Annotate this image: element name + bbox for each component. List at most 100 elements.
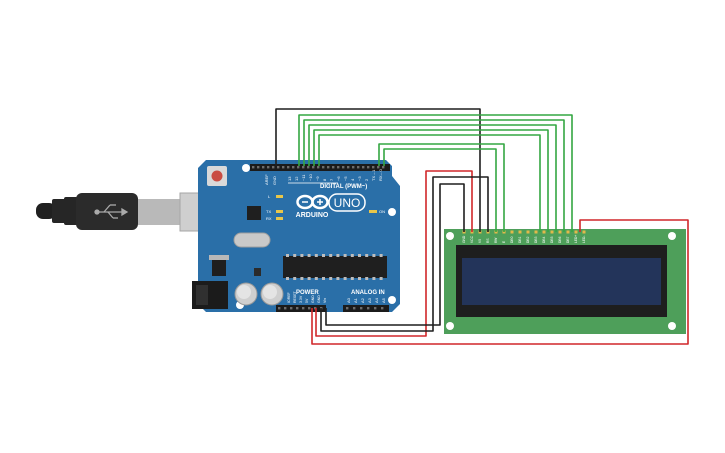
header-pin[interactable] — [332, 166, 335, 169]
lcd-pin[interactable] — [574, 230, 578, 234]
lcd-pin[interactable] — [518, 230, 522, 234]
header-pin[interactable] — [308, 307, 311, 310]
lcd-pin-label: V0 — [478, 239, 482, 243]
analog-pin-label: A4 — [374, 297, 379, 303]
header-pin[interactable] — [302, 307, 305, 310]
header-pin[interactable] — [374, 307, 377, 310]
lcd-pin[interactable] — [542, 230, 546, 234]
lcd-pin[interactable] — [566, 230, 570, 234]
uno-badge — [328, 193, 366, 212]
wire-d10-db5 — [308, 124, 557, 232]
on-led — [369, 210, 377, 213]
digital-pin-label: ~5 — [343, 176, 348, 181]
chip-pin — [365, 277, 369, 280]
header-pin[interactable] — [377, 166, 380, 169]
header-pin[interactable] — [381, 307, 384, 310]
wire-d1-rs — [383, 148, 497, 232]
header-pin[interactable] — [352, 166, 355, 169]
header-pin[interactable] — [278, 307, 281, 310]
header-pin[interactable] — [257, 166, 260, 169]
lcd-pin-label: VCC — [470, 235, 474, 243]
chip-pin — [314, 277, 318, 280]
l-led — [276, 195, 283, 198]
header-pin[interactable] — [252, 166, 255, 169]
chip-pin — [307, 277, 311, 280]
chip-pin — [293, 277, 297, 280]
header-pin[interactable] — [287, 166, 290, 169]
header-pin[interactable] — [327, 166, 330, 169]
lcd-pin[interactable] — [582, 230, 586, 234]
lcd-pin[interactable] — [534, 230, 538, 234]
header-pin[interactable] — [282, 166, 285, 169]
lcd-pin-label: E — [502, 240, 506, 243]
power-pin-label: IOREF — [287, 292, 291, 303]
usb-plug-metal — [138, 199, 181, 225]
header-pin[interactable] — [312, 166, 315, 169]
header-pin[interactable] — [302, 166, 305, 169]
lcd-pin-label: DB7 — [566, 236, 570, 243]
header-pin[interactable] — [367, 166, 370, 169]
lcd-pin[interactable] — [510, 230, 514, 234]
mounting-hole — [446, 232, 454, 240]
header-pin[interactable] — [290, 307, 293, 310]
lcd-pin-label: RW — [494, 237, 498, 243]
digital-pin-label: ~11 — [301, 174, 306, 181]
chip-pin — [329, 254, 333, 257]
header-pin[interactable] — [317, 166, 320, 169]
lcd-pin-label: DB3 — [534, 236, 538, 243]
power-pin-label: RESET — [293, 290, 297, 303]
header-pin[interactable] — [337, 166, 340, 169]
lcd-pin-label: GND — [462, 235, 466, 243]
lcd-pin[interactable] — [550, 230, 554, 234]
header-pin[interactable] — [262, 166, 265, 169]
chip-pin — [350, 277, 354, 280]
chip-pin — [358, 254, 361, 257]
header-pin[interactable] — [372, 166, 375, 169]
header-pin[interactable] — [346, 307, 349, 310]
header-pin[interactable] — [362, 166, 365, 169]
header-pin[interactable] — [342, 166, 345, 169]
digital-pin-label: ~10 — [308, 173, 313, 181]
chip-pin — [322, 254, 325, 257]
chip-pin — [372, 277, 376, 280]
chip-pin — [343, 277, 347, 280]
header-pin[interactable] — [297, 166, 300, 169]
analog-label: ANALOG IN — [351, 290, 385, 296]
aref-label: AREF — [264, 174, 269, 185]
analog-header — [343, 305, 389, 312]
lcd-pin-label: DB6 — [558, 236, 562, 243]
atmega-microcontroller — [283, 256, 387, 278]
power-label: POWER — [296, 290, 319, 296]
header-pin[interactable] — [284, 307, 287, 310]
reset-button-cap[interactable] — [211, 170, 223, 182]
header-pin[interactable] — [307, 166, 310, 169]
chip-pin — [300, 277, 304, 280]
lcd-pin-label: RS — [486, 238, 490, 243]
header-pin[interactable] — [272, 166, 275, 169]
wire-gnd-lcd — [325, 183, 465, 326]
header-pin[interactable] — [292, 166, 295, 169]
header-pin[interactable] — [322, 166, 325, 169]
header-pin[interactable] — [277, 166, 280, 169]
header-pin[interactable] — [357, 166, 360, 169]
digital-pin-label: 4 — [350, 178, 355, 181]
header-pin[interactable] — [267, 166, 270, 169]
header-pin[interactable] — [353, 307, 356, 310]
digital-pin-label: 2 — [364, 178, 369, 181]
lcd-pin-label: LED- — [582, 235, 586, 243]
header-pin[interactable] — [347, 166, 350, 169]
header-pin[interactable] — [296, 307, 299, 310]
mounting-hole — [668, 322, 676, 330]
mounting-hole — [446, 322, 454, 330]
lcd-pin[interactable] — [558, 230, 562, 234]
chip-pin — [365, 254, 369, 257]
header-pin[interactable] — [367, 307, 370, 310]
usb-cable-strain-relief — [36, 203, 56, 219]
header-pin[interactable] — [382, 166, 385, 169]
digital-label: DIGITAL (PWM~) — [320, 184, 367, 190]
lcd-pin[interactable] — [526, 230, 530, 234]
header-pin[interactable] — [360, 307, 363, 310]
